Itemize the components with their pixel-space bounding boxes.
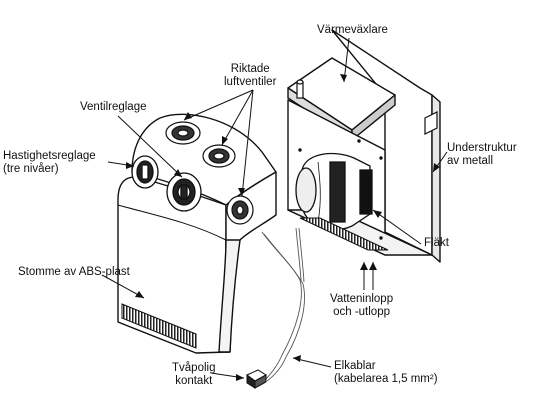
label-fan: Fläkt [424,237,449,249]
air-vent-1 [165,121,201,145]
label-heat-exchanger: Värmeväxlare [317,24,388,36]
label-valve-control: Ventilreglage [80,101,147,113]
air-vent-3 [226,195,254,225]
mounting-tab [424,111,438,135]
fan [295,152,373,231]
electric-cables [261,227,305,382]
label-air-vents: Riktade luftventiler [224,63,277,88]
label-connector: Tvåpolig kontakt [172,362,216,387]
air-vent-2 [202,144,236,168]
chassis-details [298,139,383,240]
valve-knob [166,172,202,212]
label-water-ports: Vatteninlopp och -utlopp [330,293,394,318]
speed-knob [131,155,159,189]
metal-chassis [287,29,441,263]
label-substructure: Understruktur av metall [447,142,517,167]
bottom-grille [121,303,197,349]
label-cables: Elkablar (kabelarea 1,5 mm²) [334,360,438,385]
arrowheads [126,74,440,381]
two-pin-connector [246,369,267,389]
label-speed-control: Hastighetsreglage (tre nivåer) [3,150,96,175]
label-body: Stomme av ABS-plast [18,266,130,278]
tray-grille [299,217,389,251]
water-pipe [296,79,304,99]
